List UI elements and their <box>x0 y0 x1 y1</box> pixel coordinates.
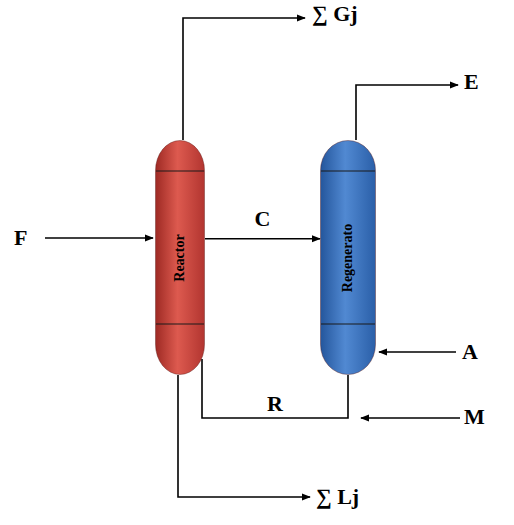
vessel-seam <box>156 324 204 325</box>
vessel-seam <box>321 171 375 172</box>
feed-line <box>45 237 153 239</box>
reactor-vessel: Reactor <box>155 140 205 375</box>
feed-label: F <box>14 226 27 250</box>
stream-label: C <box>255 207 271 231</box>
gas-products-label: ∑ Gj <box>312 2 358 26</box>
vessel-seam <box>156 171 204 172</box>
vessel-seam <box>321 324 375 325</box>
makeup-label: M <box>464 405 485 429</box>
regenerator-vessel: Regenerato <box>320 140 376 375</box>
gas-outlet-line <box>183 18 305 140</box>
vessel-body <box>321 141 376 375</box>
exhaust-label: E <box>464 70 479 94</box>
vessel-name: Regenerato <box>340 223 356 291</box>
vessel-name: Reactor <box>172 234 188 281</box>
stream-label: R <box>267 392 283 416</box>
flow-connector <box>202 359 348 418</box>
liquid-products-label: ∑ Lj <box>316 485 359 509</box>
air-line <box>379 351 456 353</box>
exhaust-line <box>356 85 458 140</box>
liquid-outlet-line <box>178 375 310 497</box>
air-label: A <box>462 340 478 364</box>
flow-connector <box>205 238 320 240</box>
makeup-line <box>361 417 460 419</box>
vessel-body <box>156 141 205 375</box>
